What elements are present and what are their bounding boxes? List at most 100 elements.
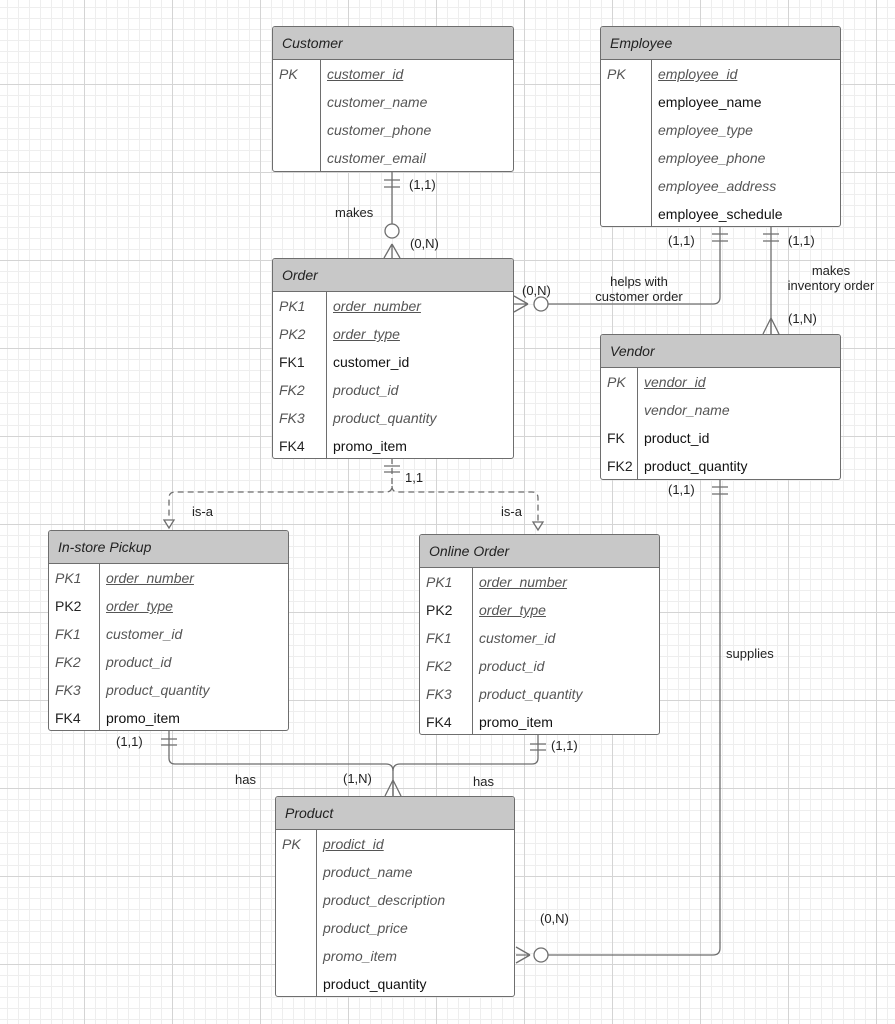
attribute-key: FK3 <box>279 410 305 426</box>
attribute-name: customer_id <box>106 626 183 642</box>
attribute-key <box>601 200 652 226</box>
order-zero-mark <box>384 223 400 239</box>
attribute-row[interactable]: employee_address <box>601 172 840 200</box>
attribute-row[interactable]: PK1 order_number <box>420 568 659 596</box>
attribute-key <box>276 858 317 886</box>
attribute-row[interactable]: product_quantity <box>276 970 514 996</box>
key-column-divider <box>637 368 638 479</box>
attribute-name: employee_schedule <box>658 206 783 222</box>
entity-online-order-title: Online Order <box>420 535 659 568</box>
isa-arrow-right <box>531 521 545 532</box>
label-has-right: has <box>473 774 494 789</box>
label-has-left: has <box>235 772 256 787</box>
attribute-name: order_number <box>479 574 567 590</box>
attribute-name: order_number <box>106 570 194 586</box>
attribute-name: promo_item <box>323 948 397 964</box>
attribute-key <box>276 914 317 942</box>
label-vendor-supplies-card: (1,1) <box>668 482 695 497</box>
attribute-key <box>601 88 652 116</box>
attribute-name: product_quantity <box>106 682 210 698</box>
attribute-name: vendor_name <box>644 402 730 418</box>
attribute-row[interactable]: customer_phone <box>273 116 513 144</box>
attribute-row[interactable]: customer_name <box>273 88 513 116</box>
attribute-key: PK <box>282 836 301 852</box>
rel-online-product-line <box>392 734 539 772</box>
attribute-key: PK1 <box>426 574 453 590</box>
attribute-name: promo_item <box>333 438 407 454</box>
key-column-divider <box>472 568 473 734</box>
label-helps-with-line2: customer order <box>595 289 683 304</box>
attribute-key <box>601 116 652 144</box>
attribute-name: employee_name <box>658 94 762 110</box>
attribute-name: customer_name <box>327 94 428 110</box>
order-zero-mark-2 <box>533 296 549 312</box>
attribute-row[interactable]: product_price <box>276 914 514 942</box>
attribute-row[interactable]: employee_type <box>601 116 840 144</box>
attribute-row[interactable]: vendor_name <box>601 396 840 424</box>
attribute-row[interactable]: product_name <box>276 858 514 886</box>
order-many-crowsfoot <box>383 243 401 259</box>
attribute-name: product_quantity <box>479 686 583 702</box>
attribute-key <box>273 144 321 171</box>
entity-instore-pickup-title: In-store Pickup <box>49 531 288 564</box>
attribute-key: FK4 <box>279 438 305 454</box>
attribute-row[interactable]: employee_schedule <box>601 200 840 226</box>
key-column-divider <box>326 292 327 458</box>
attribute-name: customer_id <box>479 630 556 646</box>
key-column-divider <box>651 60 652 226</box>
label-vendor-card: (1,N) <box>788 311 817 326</box>
entity-order-title: Order <box>273 259 513 292</box>
label-makes: makes <box>335 205 374 220</box>
label-helps-with: helps with customer order <box>580 274 698 304</box>
attribute-row[interactable]: FK4 promo_item <box>273 432 513 458</box>
attribute-row[interactable]: promo_item <box>276 942 514 970</box>
attribute-row[interactable]: product_description <box>276 886 514 914</box>
attribute-row[interactable]: customer_email <box>273 144 513 171</box>
attribute-row[interactable]: employee_name <box>601 88 840 116</box>
label-supplies: supplies <box>726 646 774 661</box>
attribute-name: product_name <box>323 864 413 880</box>
vendor-one-mark <box>712 486 728 495</box>
attribute-name: product_id <box>333 382 399 398</box>
label-helps-order-card: (0,N) <box>522 283 551 298</box>
entity-employee-title: Employee <box>601 27 840 60</box>
attribute-row[interactable]: employee_phone <box>601 144 840 172</box>
label-isa-right: is-a <box>501 504 522 519</box>
attribute-name: vendor_id <box>644 374 706 390</box>
attribute-name: order_type <box>479 602 546 618</box>
label-helps-with-line1: helps with <box>610 274 668 289</box>
entity-product-title: Product <box>276 797 514 830</box>
attribute-key <box>276 942 317 970</box>
